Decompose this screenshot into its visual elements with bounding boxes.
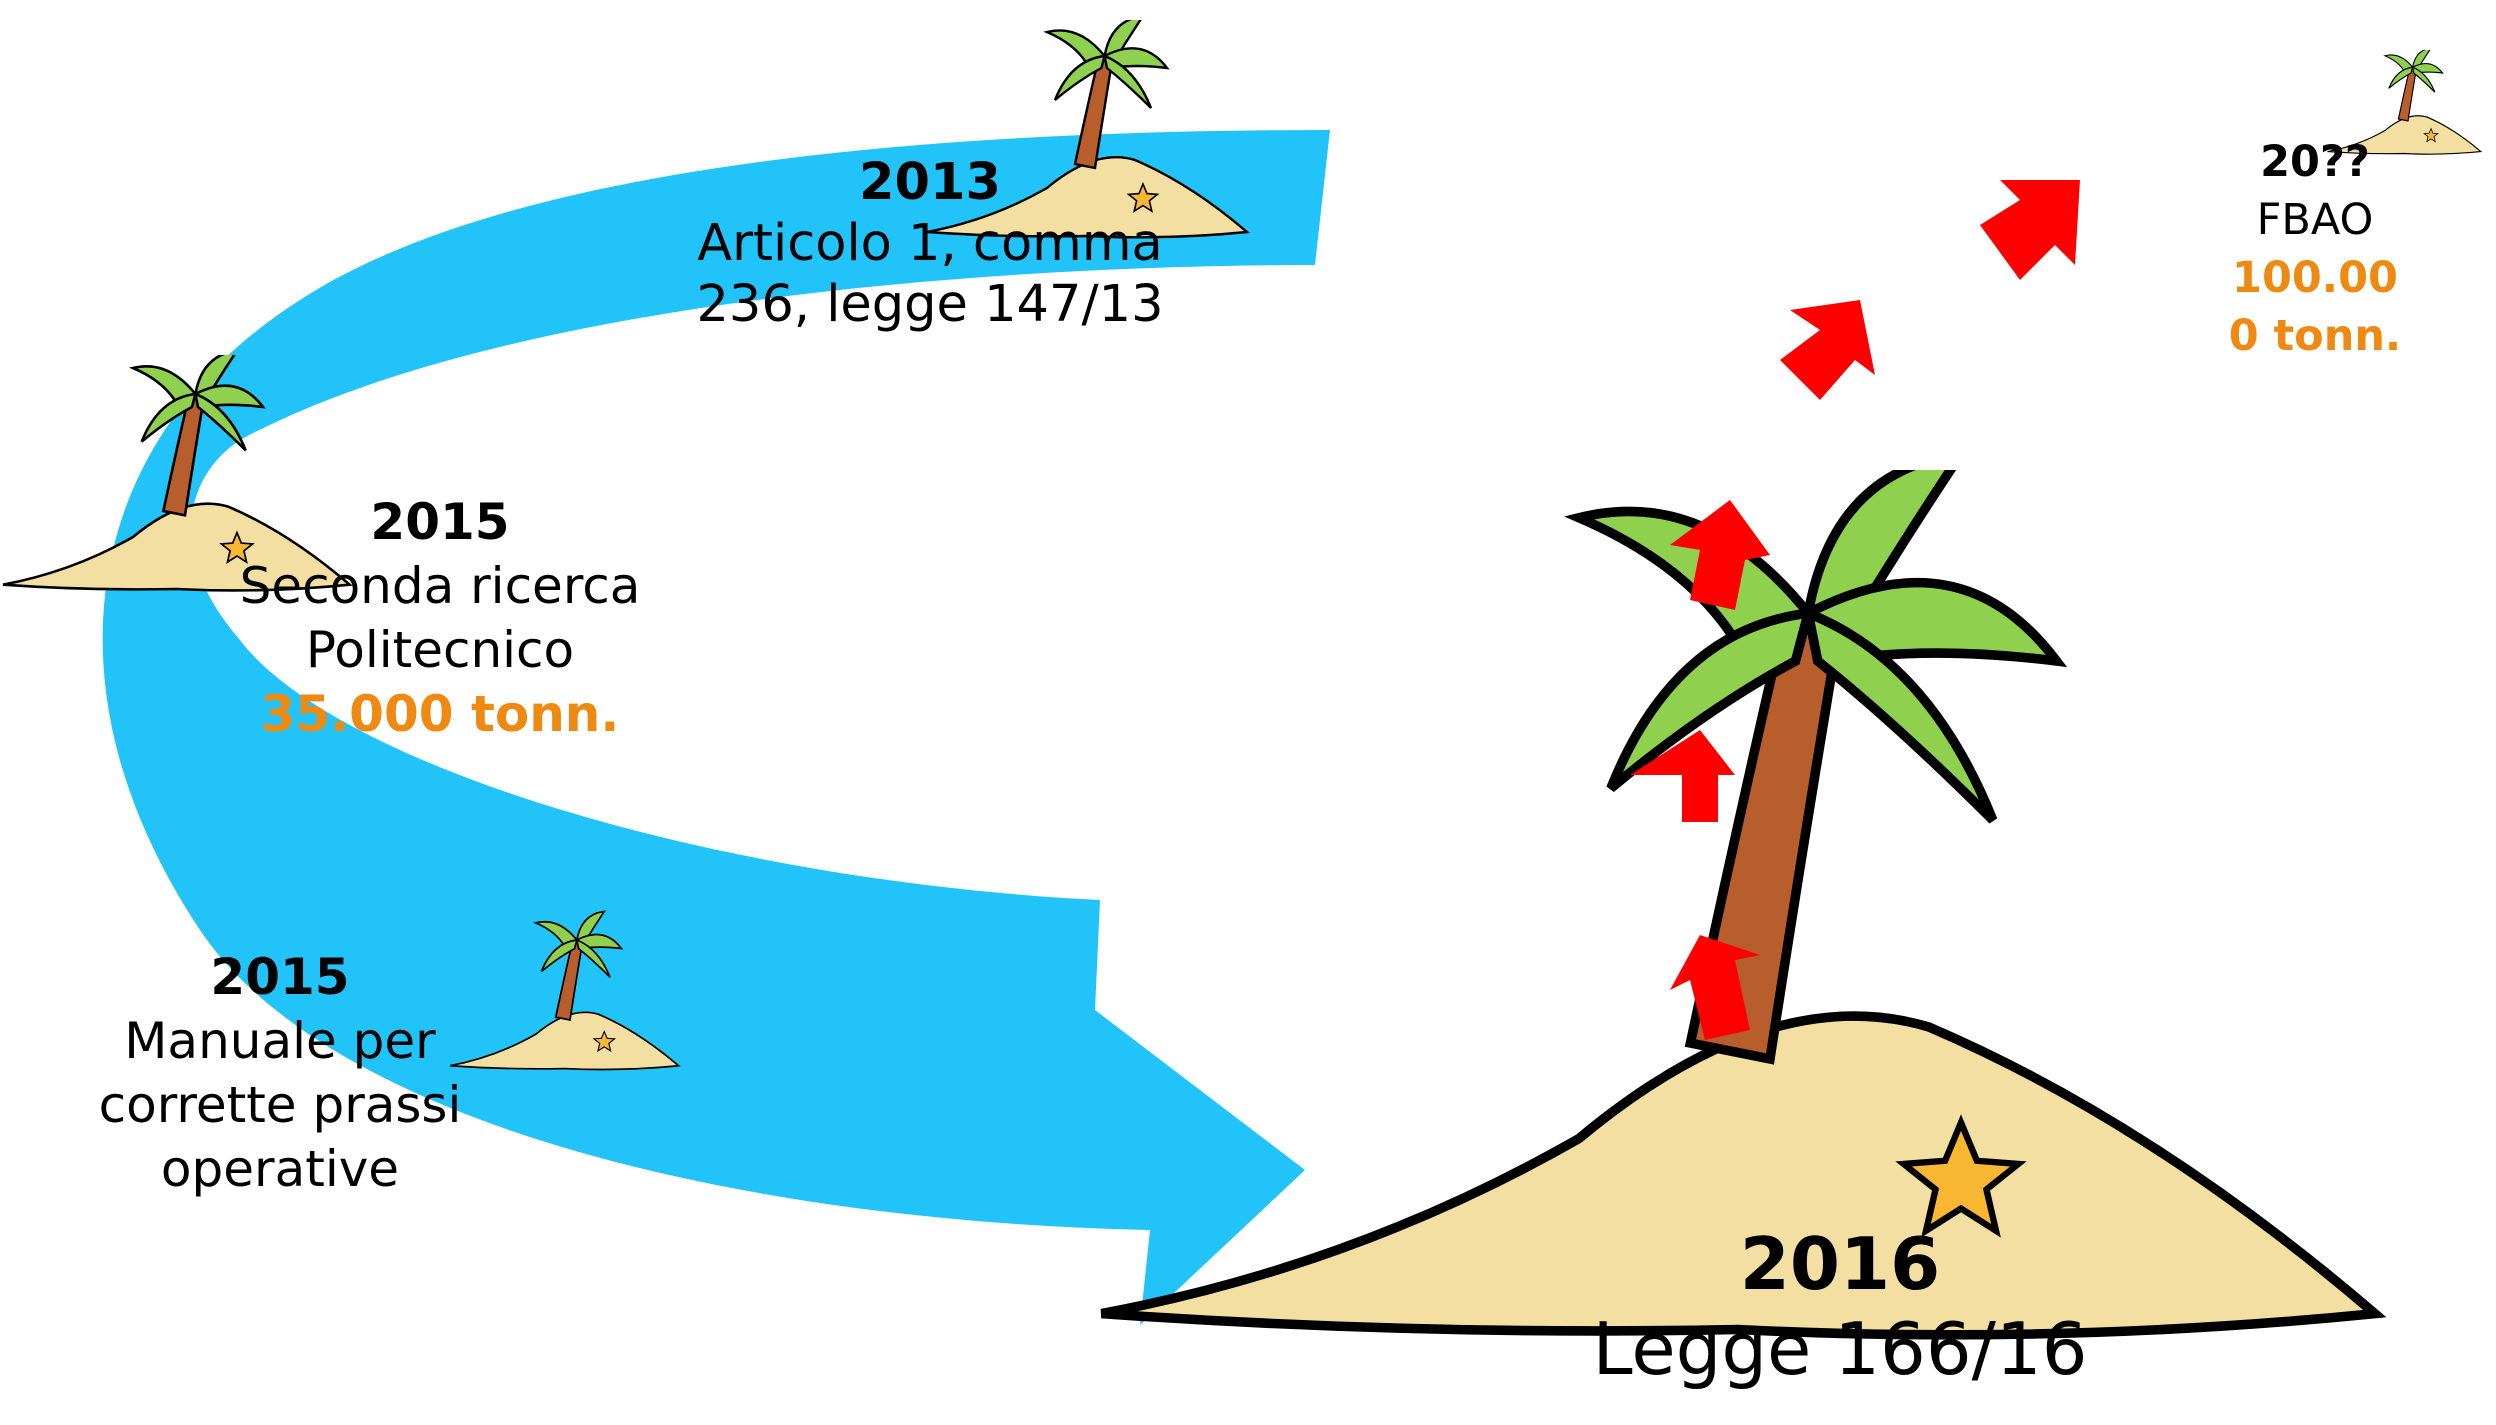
milestone-2013: 2013 Articolo 1, comma 236, legge 147/13 [660,152,1200,336]
milestone-2015a-year: 2015 [370,493,510,551]
red-up-arrow-icon [1630,730,1735,822]
red-up-arrow-icon [1980,180,2080,280]
milestone-2015a-highlight: 35.000 tonn. [260,685,620,743]
milestone-2015a-text-line2: Politecnico [305,621,575,679]
milestone-2015b: 2015 Manuale per corrette prassi operati… [30,945,530,1201]
milestone-2015b-year: 2015 [210,948,350,1006]
red-up-arrow-icon [1670,500,1770,610]
milestone-2015b-text-line1: Manuale per [124,1012,436,1070]
milestone-2013-text-line1: Articolo 1, comma [697,214,1163,274]
red-up-arrow-icon [1780,300,1875,400]
milestone-future-year: 20?? [2260,137,2370,187]
milestone-future-highlight-line2: 0 tonn. [2228,311,2402,362]
milestone-2013-text-line2: 236, legge 147/13 [696,275,1164,335]
milestone-2015a-text-line1: Seconda ricerca [239,557,641,615]
milestone-2016-year: 2016 [1739,1222,1941,1306]
milestone-2015a: 2015 Seconda ricerca Politecnico 35.000 … [190,490,690,746]
milestone-2015b-text-line2: corrette prassi [98,1076,462,1134]
milestone-2016-text: Legge 166/16 [1592,1306,2088,1391]
milestone-2016: 2016 Legge 166/16 [1560,1222,2120,1392]
milestone-2013-year: 2013 [859,153,1001,212]
milestone-future: 20?? FBAO 100.00 0 tonn. [2180,133,2450,365]
milestone-future-highlight-line1: 100.00 [2232,253,2398,304]
red-up-arrow-icon [1670,935,1760,1040]
milestone-future-text: FBAO [2256,195,2374,246]
milestone-2015b-text-line3: operative [160,1140,400,1198]
curved-blue-arrow-icon [102,130,1331,1325]
